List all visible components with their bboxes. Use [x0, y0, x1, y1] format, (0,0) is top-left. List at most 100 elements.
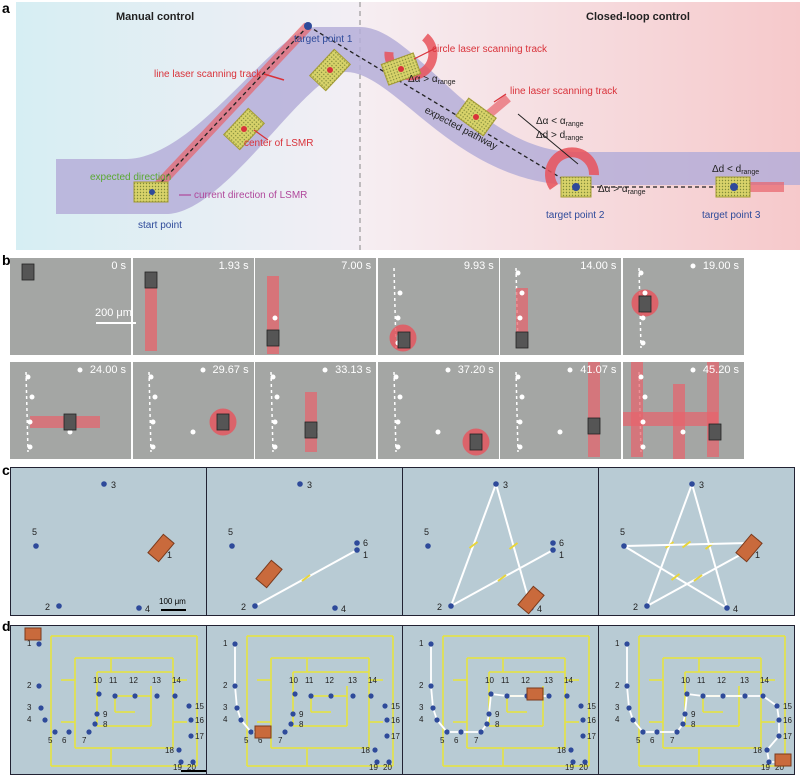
- waypoint-dot: [742, 693, 748, 699]
- frame-b-time: 19.00 s: [702, 260, 739, 272]
- target-dot-3: [297, 481, 303, 487]
- waypoint-dot: [700, 693, 706, 699]
- waypoint-dot: [776, 733, 782, 739]
- path-dot: [77, 367, 83, 373]
- waypoint-dot: [564, 693, 570, 699]
- robot: [774, 753, 792, 767]
- waypoint-label: 12: [717, 676, 726, 685]
- cond-d-lt: Δd < drange: [712, 164, 759, 176]
- frame-b-time: 1.93 s: [218, 260, 249, 272]
- frame-b-time: 33.13 s: [335, 364, 372, 376]
- waypoint-label: 18: [753, 746, 762, 755]
- frame-b-scene: [393, 367, 490, 456]
- path-dot: [395, 315, 401, 321]
- path-dot: [148, 374, 154, 380]
- path-dot: [27, 419, 33, 425]
- waypoint-label: 9: [103, 710, 108, 719]
- path-dot: [190, 429, 196, 435]
- waypoint-dot: [382, 703, 388, 709]
- cond-alpha-gt: Δα > αrange: [408, 74, 456, 86]
- frame-b-8: 29.67 s: [132, 362, 254, 459]
- waypoint-dot: [186, 703, 192, 709]
- path-dot: [67, 429, 73, 435]
- target-dot-2: [448, 603, 454, 609]
- path-dot: [200, 367, 206, 373]
- waypoint-dot: [630, 717, 636, 723]
- waypoint-dot: [384, 717, 390, 723]
- direction-mark: [468, 541, 479, 549]
- target-label: 3: [503, 480, 508, 490]
- waypoint-label: 3: [419, 703, 424, 712]
- target-label: 5: [620, 527, 625, 537]
- waypoint-label: 10: [289, 676, 298, 685]
- cond-d-gt: Δd > drange: [536, 130, 583, 142]
- panel-a-label: a: [2, 0, 10, 16]
- target-label: 3: [111, 480, 116, 490]
- waypoint-dot: [178, 759, 184, 765]
- left-dashed-path: [151, 25, 309, 193]
- path-dot: [397, 290, 403, 296]
- waypoint-dot: [232, 683, 238, 689]
- target-label: 4: [341, 604, 346, 614]
- waypoint-label: 8: [103, 720, 108, 729]
- path-dot: [515, 374, 521, 380]
- direction-mark: [508, 542, 519, 550]
- target-3-laser: [734, 182, 784, 192]
- path-band: [56, 27, 800, 214]
- frame-b-scene: [144, 271, 157, 351]
- waypoint-dot: [36, 683, 42, 689]
- waypoint-label: 5: [48, 736, 53, 745]
- waypoint-dot: [154, 693, 160, 699]
- frame-b-scene: [147, 367, 237, 453]
- waypoint-dot: [428, 641, 434, 647]
- target-dot-5: [425, 543, 431, 549]
- expected-direction-label: expected direction: [90, 172, 171, 183]
- frame-c-1: 123456100 μm: [10, 467, 207, 616]
- waypoint-dot: [640, 729, 646, 735]
- line-laser-label-right: line laser scanning track: [510, 86, 618, 97]
- path-dot: [690, 263, 696, 269]
- waypoint-label: 9: [495, 710, 500, 719]
- waypoint-dot: [624, 683, 630, 689]
- path-dot: [519, 394, 525, 400]
- target-dot-3: [493, 481, 499, 487]
- waypoint-label: 3: [27, 703, 32, 712]
- waypoint-dot: [684, 691, 690, 697]
- target-dot-3: [101, 481, 107, 487]
- frame-b-scene: [266, 276, 280, 354]
- waypoint-dot: [36, 641, 42, 647]
- direction-mark: [681, 540, 692, 549]
- arrow-line-laser-right: [493, 93, 507, 103]
- robot: [254, 725, 272, 739]
- robot: [526, 687, 544, 701]
- waypoint-label: 19: [369, 763, 378, 772]
- path-dot: [152, 394, 158, 400]
- waypoint-dot: [570, 759, 576, 765]
- waypoint-dot: [568, 747, 574, 753]
- target-point-3-dot: [730, 183, 738, 191]
- waypoint-dot: [682, 711, 688, 717]
- waypoint-label: 4: [27, 715, 32, 724]
- target-label: 4: [537, 604, 542, 614]
- waypoint-label: 16: [783, 716, 792, 725]
- waypoint-label: 19: [173, 763, 182, 772]
- right-dashed-path: [307, 25, 577, 188]
- waypoint-dot: [176, 747, 182, 753]
- waypoint-label: 14: [368, 676, 377, 685]
- laser-circle: [209, 408, 237, 436]
- waypoint-label: 2: [419, 681, 424, 690]
- waypoint-label: 12: [129, 676, 138, 685]
- waypoint-label: 18: [361, 746, 370, 755]
- waypoint-dot: [282, 729, 288, 735]
- waypoint-label: 2: [27, 681, 32, 690]
- waypoint-label: 15: [587, 702, 596, 711]
- waypoint-label: 14: [564, 676, 573, 685]
- waypoint-dot: [504, 693, 510, 699]
- frame-b-12: 45.20 s: [623, 362, 744, 459]
- path-dot: [640, 315, 646, 321]
- waypoint-label: 5: [440, 736, 445, 745]
